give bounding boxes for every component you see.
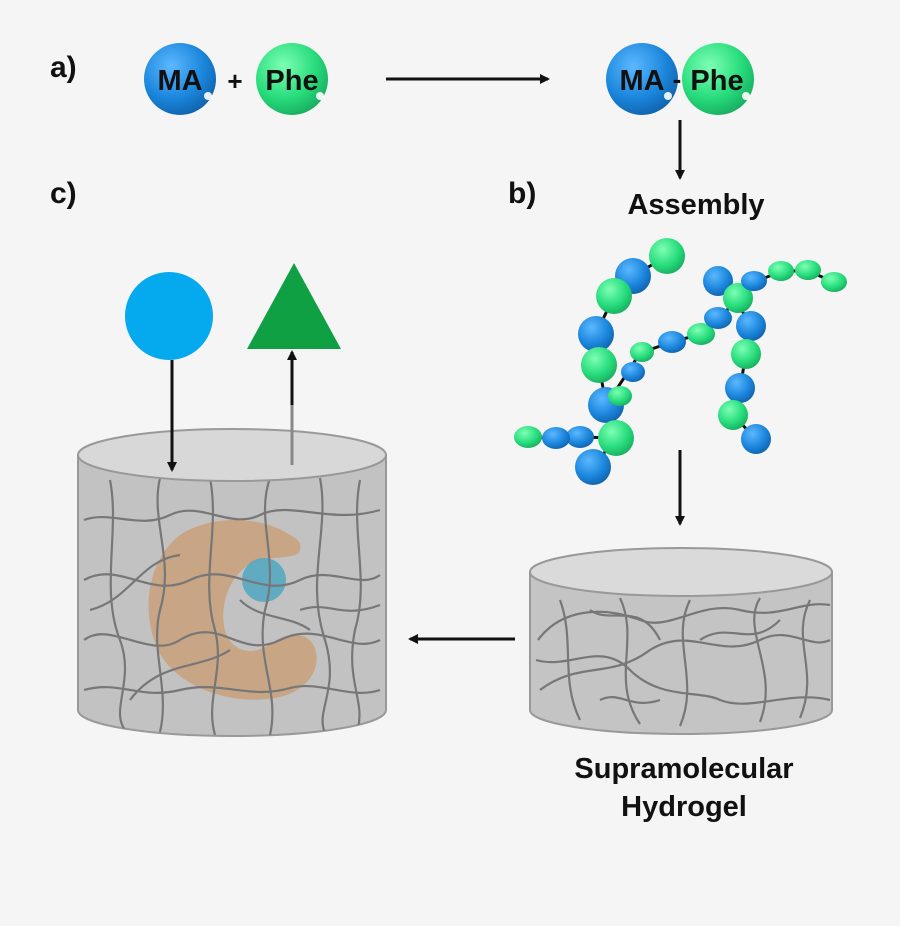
product-bond: - (673, 64, 682, 94)
ma-phe-conjugate (606, 43, 754, 115)
cell-hydrogel-cylinder (77, 428, 387, 737)
released-molecule-triangle (247, 263, 341, 349)
product-phe-label: Phe (690, 65, 743, 97)
cell-shape (148, 520, 317, 700)
polymer-network (83, 477, 381, 736)
panel-label-a: a) (50, 51, 77, 84)
ma-sphere (144, 43, 216, 115)
hydrogel-cylinder (529, 547, 833, 735)
loading-molecule-circle (125, 272, 213, 360)
panel-label-b: b) (508, 177, 536, 210)
plus-sign: + (227, 66, 242, 96)
product-ma-label: MA (619, 65, 664, 97)
phe-label: Phe (265, 65, 318, 97)
hydrogel-label-line1: Supramolecular (574, 753, 793, 785)
assembly-label: Assembly (627, 189, 764, 221)
ma-label: MA (157, 65, 202, 97)
fibre-monomers (514, 238, 847, 485)
panel-label-c: c) (50, 177, 77, 210)
phe-sphere (256, 43, 328, 115)
hydrogel-label-line2: Hydrogel (621, 791, 747, 823)
